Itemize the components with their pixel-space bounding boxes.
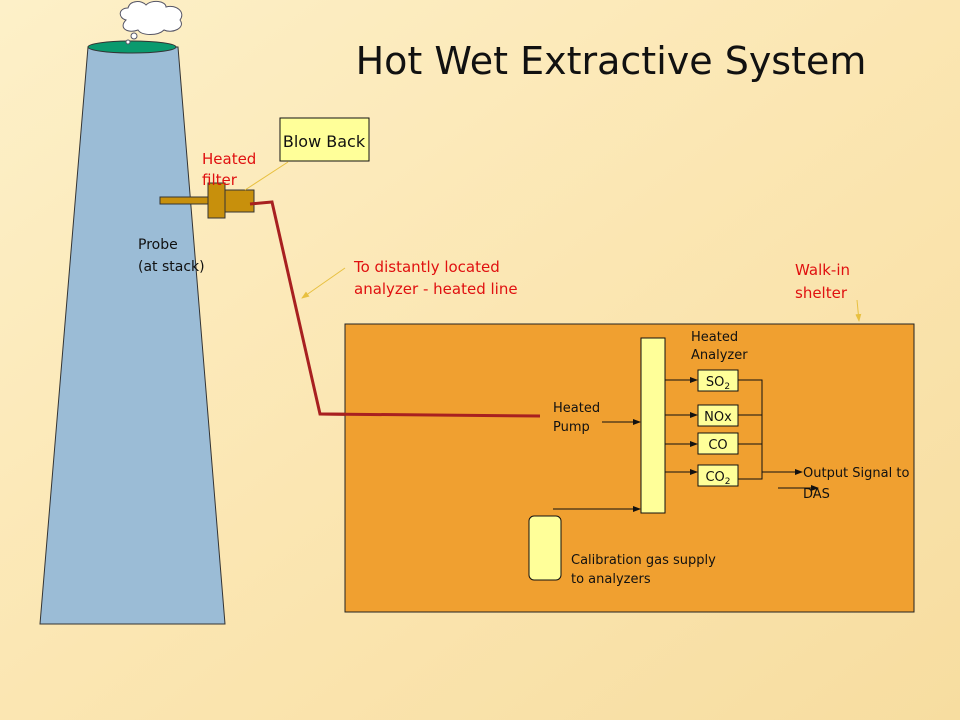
blow-back-box: [279, 117, 370, 162]
heated-filter-housing: [224, 189, 255, 213]
blow-back-connector: [244, 161, 289, 191]
heated-line-callout-arrow: [301, 267, 346, 299]
heated-pump-label-1: Heated: [553, 401, 600, 416]
svg-text:CO: CO: [708, 438, 727, 453]
heated-analyzer-label-1: Heated: [691, 330, 738, 345]
smoke-cloud-icon: [119, 0, 183, 45]
heated-filter-label-1: Heated: [202, 150, 256, 168]
output-bus: [738, 379, 819, 491]
heated-line-label-1: To distantly located: [353, 258, 500, 276]
probe-rod: [159, 196, 211, 205]
shelter-label-2: shelter: [795, 284, 848, 302]
calibration-label-2: to analyzers: [571, 572, 651, 587]
analyzer-co2: CO2: [665, 464, 739, 487]
calibration-label-1: Calibration gas supply: [571, 553, 716, 568]
svg-text:NOx: NOx: [704, 410, 732, 425]
shelter-callout-arrow: [855, 299, 862, 322]
walk-in-shelter: [344, 323, 915, 613]
stack-top: [87, 40, 177, 54]
heated-line-label-2: analyzer - heated line: [354, 280, 518, 298]
heated-analyzer-label-2: Analyzer: [691, 348, 748, 363]
probe-label-1: Probe: [138, 237, 178, 253]
slide-title: Hot Wet Extractive System: [356, 39, 867, 83]
probe-label-2: (at stack): [138, 259, 205, 275]
svg-text:SO2: SO2: [706, 375, 730, 392]
heated-pump-label-2: Pump: [553, 420, 590, 435]
shelter-label-1: Walk-in: [795, 261, 850, 279]
heated-filter-label-2: filter: [202, 171, 238, 189]
calibration-gas-cylinder: [528, 515, 562, 581]
blow-back-label: Blow Back: [283, 132, 366, 151]
analyzer-so2: SO2: [665, 369, 739, 392]
output-signal-label-1: Output Signal to: [803, 466, 909, 481]
svg-text:CO2: CO2: [705, 470, 730, 487]
output-signal-label-2: DAS: [803, 487, 830, 502]
heated-line-inside: [319, 412, 541, 418]
analyzer-nox: NOx: [665, 404, 739, 427]
manifold: [640, 337, 666, 514]
